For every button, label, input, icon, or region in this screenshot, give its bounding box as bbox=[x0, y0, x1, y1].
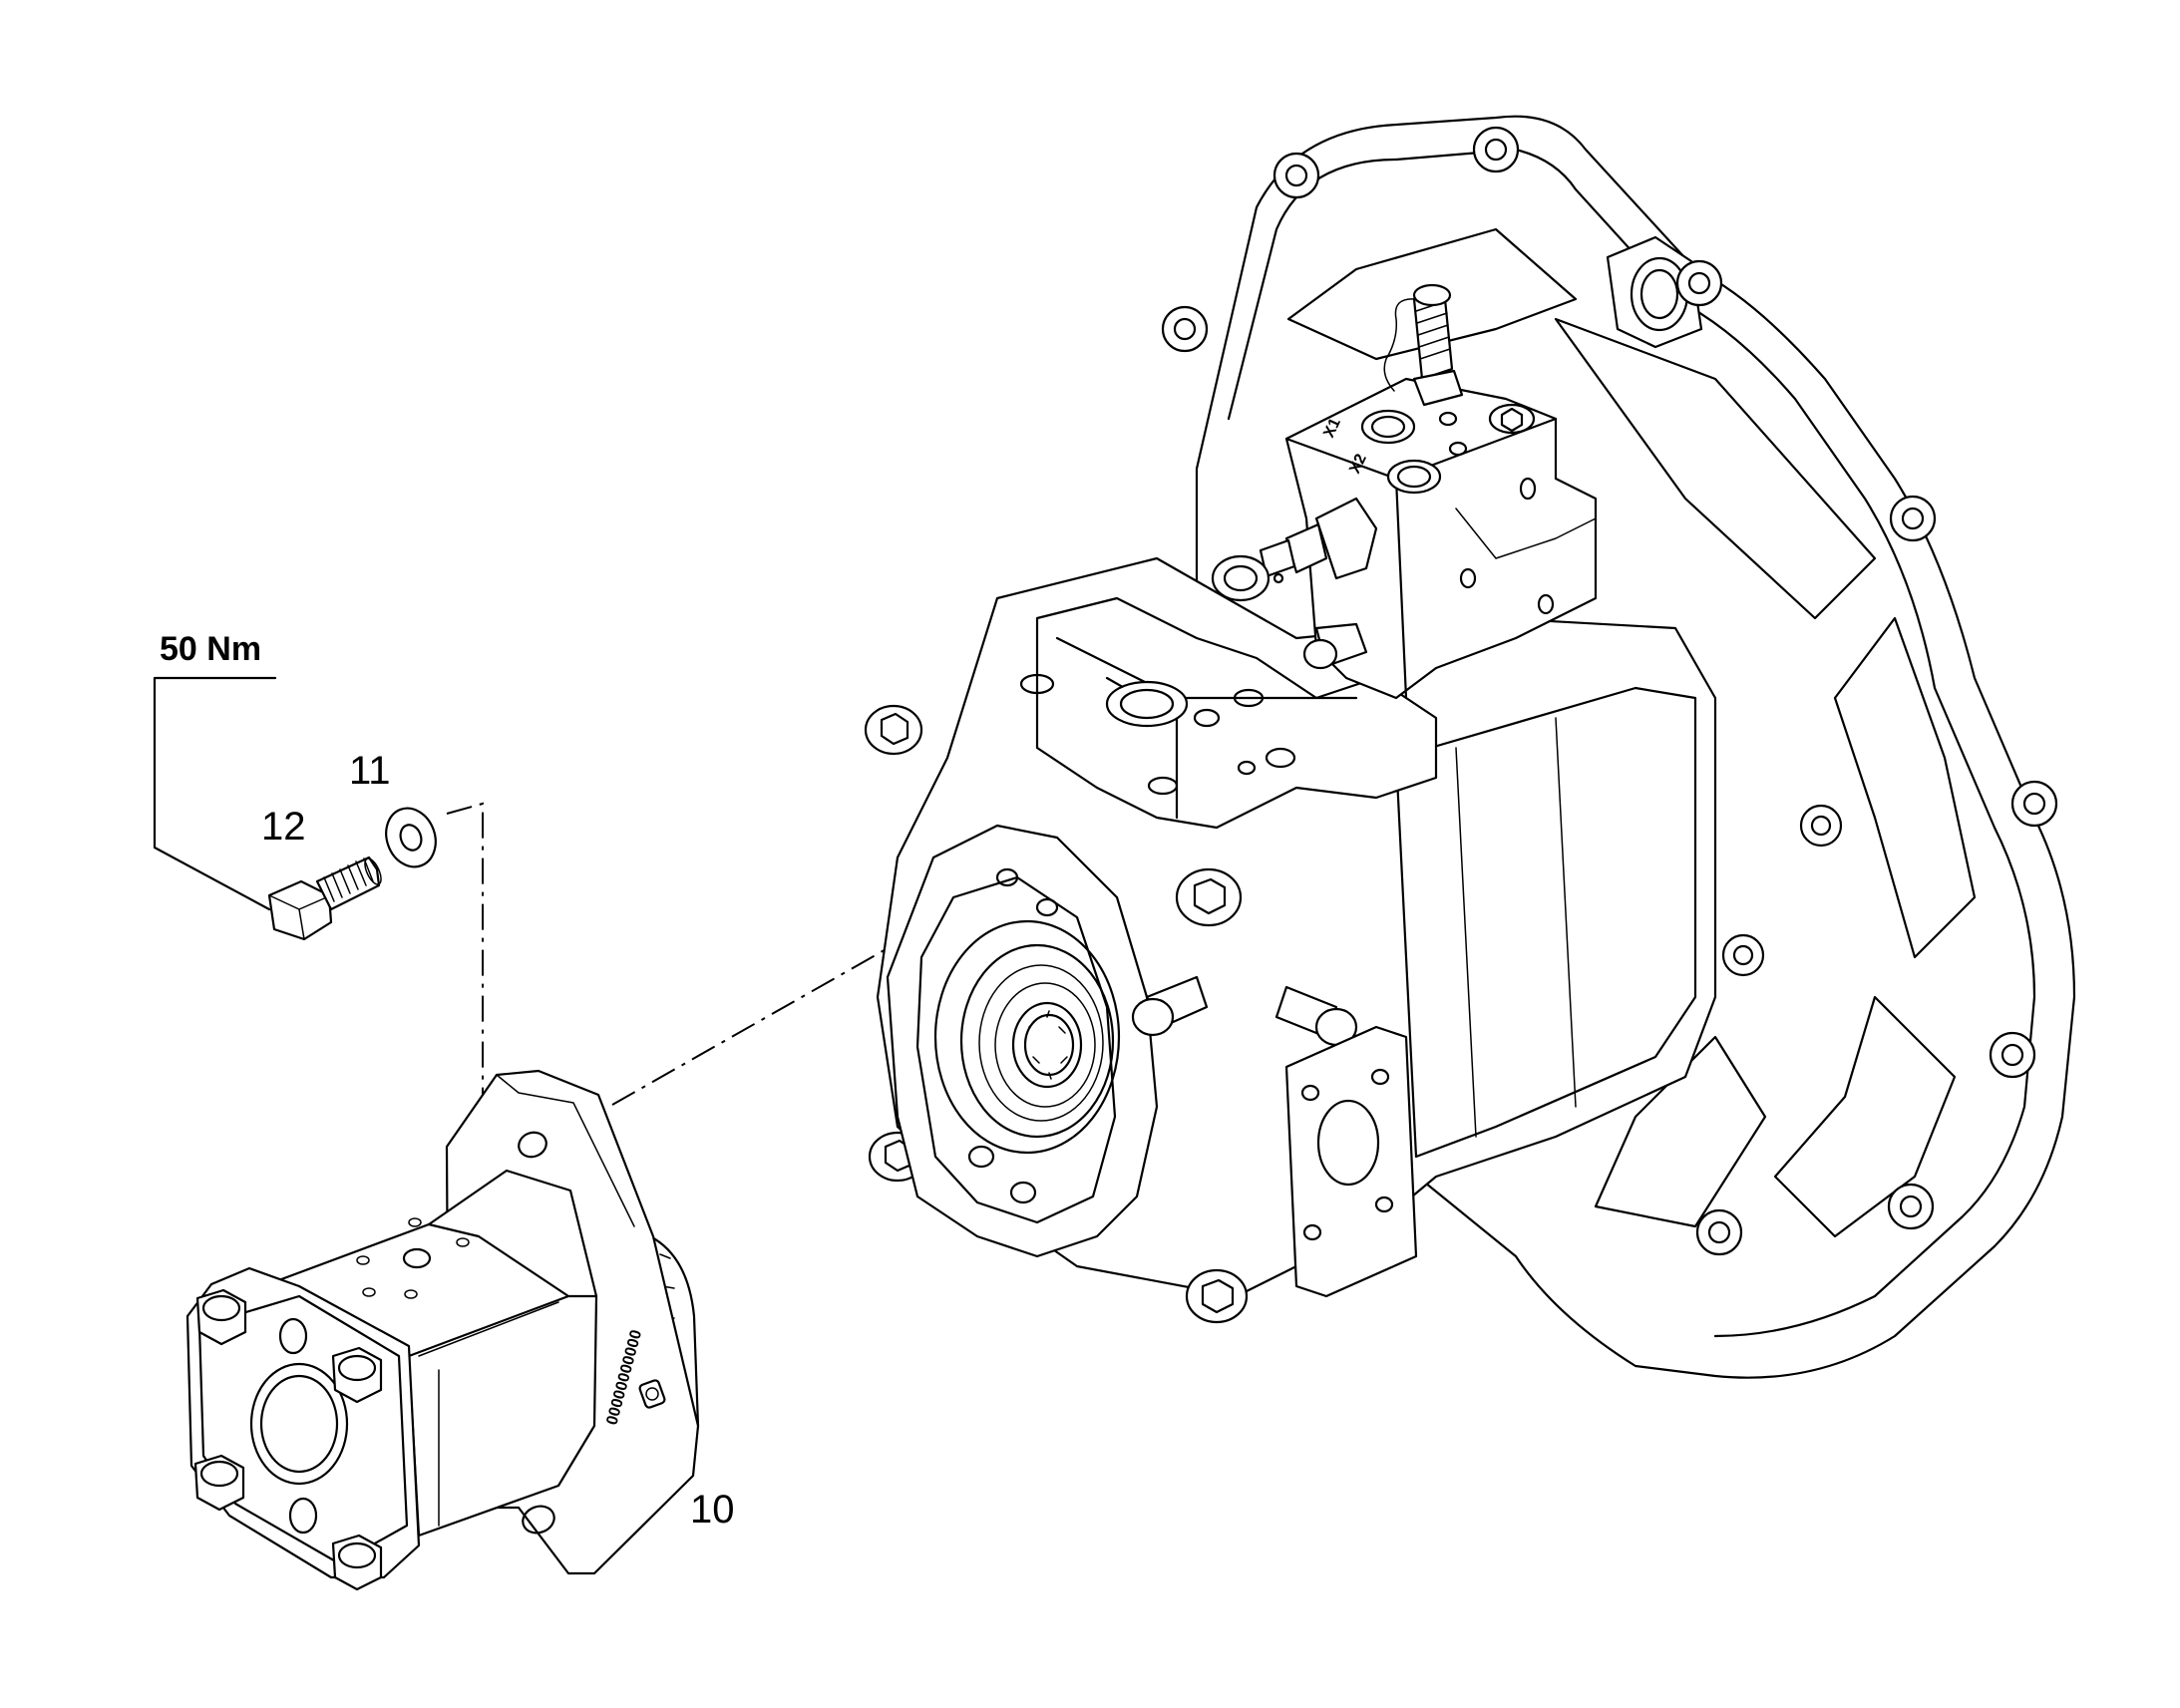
housing-boss bbox=[1799, 804, 1843, 848]
socket-plug bbox=[1175, 867, 1243, 927]
pressure-port-plug bbox=[1302, 622, 1368, 670]
housing-boss bbox=[1989, 1031, 2036, 1079]
housing-boss bbox=[1161, 305, 1209, 353]
bolt-part-12: 12 bbox=[261, 805, 382, 941]
dust-cap-chain bbox=[1383, 298, 1417, 392]
housing-boss bbox=[1887, 1183, 1935, 1230]
housing-boss bbox=[1889, 495, 1937, 542]
pressure-port-plug bbox=[1274, 985, 1358, 1047]
washer-part-11: 11 bbox=[349, 749, 437, 868]
torque-label: 50 Nm bbox=[160, 630, 261, 668]
manufacturer-logo-icon bbox=[638, 1379, 666, 1409]
torque-callout: 50 Nm bbox=[153, 630, 277, 911]
housing-boss bbox=[1721, 933, 1765, 977]
housing-boss bbox=[1472, 126, 1520, 173]
part-11-label: 11 bbox=[349, 749, 391, 793]
test-coupling bbox=[1383, 283, 1464, 407]
cover-bolt bbox=[331, 1346, 383, 1404]
cover-bolt bbox=[193, 1454, 245, 1512]
torque-leader-line bbox=[153, 676, 277, 911]
housing-boss bbox=[1675, 259, 1723, 307]
main-piston-pump-assembly: X1 X2 bbox=[864, 115, 2076, 1379]
part-12-label: 12 bbox=[261, 805, 306, 849]
gear-pump-part-10: 10 00000000000 bbox=[185, 1069, 735, 1591]
socket-plug bbox=[864, 704, 923, 756]
side-port-block bbox=[1284, 1025, 1418, 1298]
pressure-port-plug bbox=[1131, 975, 1209, 1037]
pressure-fitting bbox=[1211, 497, 1378, 602]
port-mark-x1: X1 bbox=[1320, 416, 1344, 441]
cover-bolt bbox=[331, 1534, 383, 1591]
port-mark-x2: X2 bbox=[1346, 452, 1370, 477]
cover-bolt bbox=[195, 1288, 247, 1346]
housing-boss bbox=[1695, 1208, 1743, 1256]
socket-plug bbox=[1185, 1268, 1249, 1324]
housing-boss bbox=[1272, 152, 1320, 199]
housing-boss bbox=[2010, 780, 2058, 828]
part-10-label: 10 bbox=[690, 1488, 735, 1532]
